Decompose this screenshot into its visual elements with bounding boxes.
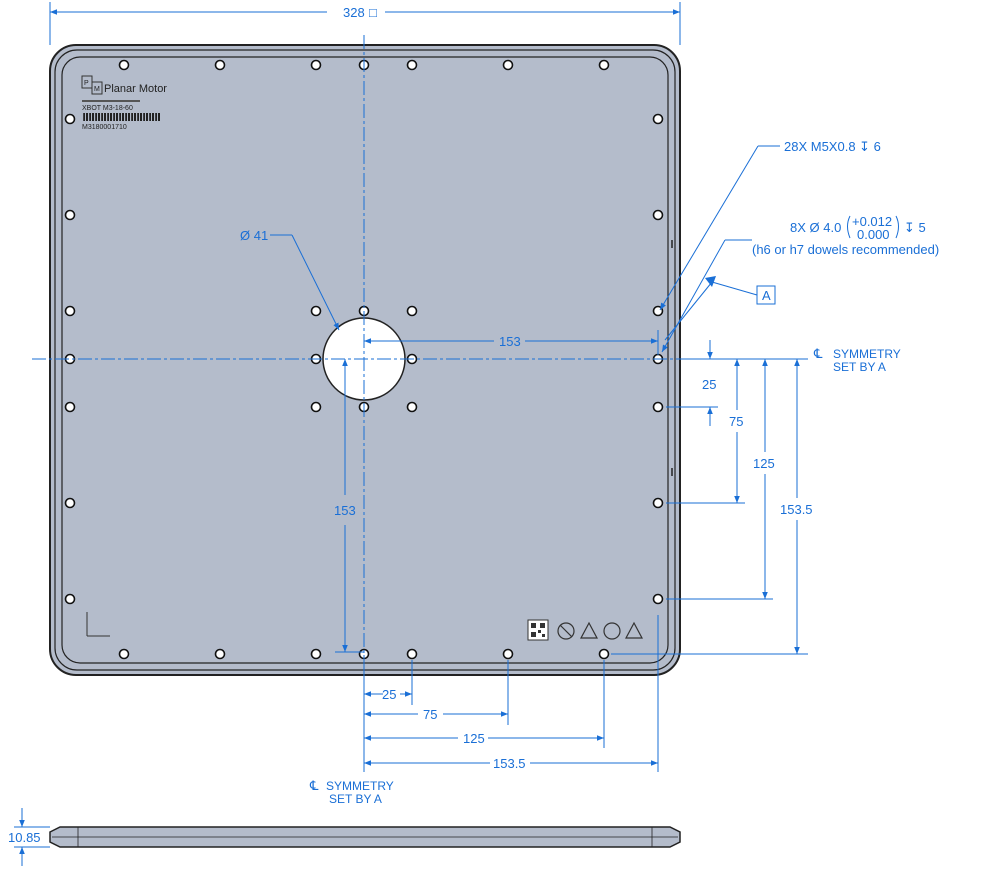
dim-25-h-value: 25: [382, 687, 396, 702]
pacemaker-warning-icon: [603, 622, 621, 640]
callout-dowel-prefix: 8X Ø 4.0: [790, 220, 841, 235]
dim-153-horizontal: [364, 330, 659, 355]
centerlines: [32, 35, 680, 690]
dim-125-h-value: 125: [463, 731, 485, 746]
mounting-hole: [64, 497, 76, 509]
dim-right-verticals: [611, 340, 808, 655]
dim-thickness: [14, 808, 50, 866]
mounting-hole: [310, 305, 322, 317]
mounting-hole: [598, 648, 610, 660]
dim-75-v-value: 75: [729, 414, 743, 429]
symmetry-bottom-line1: SYMMETRY: [326, 779, 394, 793]
center-diameter-value: Ø 41: [240, 228, 268, 243]
mounting-hole: [652, 209, 664, 221]
mounting-hole: [502, 648, 514, 660]
mounting-hole: [310, 401, 322, 413]
leader-dowel-holes: [661, 239, 752, 353]
dim-153-h-value: 153: [499, 334, 521, 349]
datum-triangle: [705, 276, 716, 287]
dowel-tolerance-upper: +0.012: [852, 214, 892, 229]
svg-text:M: M: [94, 86, 100, 93]
leader-m5-holes: [659, 145, 780, 311]
mounting-hole: [502, 59, 514, 71]
symmetry-icon-bottom: ℄: [309, 778, 319, 793]
dowel-depth: ↧ 5: [904, 220, 926, 235]
symmetry-bottom-line2: SET BY A: [329, 792, 382, 806]
mounting-hole: [118, 59, 130, 71]
mounting-hole: [118, 648, 130, 660]
dim-25-v-value: 25: [702, 377, 716, 392]
symmetry-icon-right: ℄: [813, 346, 823, 361]
mounting-hole: [310, 59, 322, 71]
mounting-hole: [406, 648, 418, 660]
dim-1535-v-value: 153.5: [780, 502, 813, 517]
mounting-hole: [214, 59, 226, 71]
serial-number: M3180001710: [82, 124, 127, 131]
overall-width-value: 328: [343, 5, 365, 20]
product-label: P M Planar Motor XBOT M3-18-60 M31800017…: [81, 75, 167, 131]
svg-text:P: P: [84, 80, 89, 87]
dim-bottom-horizontals: [363, 615, 659, 772]
dim-overall-width: [49, 2, 681, 45]
dim-153-vertical: [335, 359, 364, 653]
callout-m5-holes: 28X M5X0.8 ↧ 6: [784, 139, 881, 154]
qr-code: [527, 619, 549, 641]
mounting-hole: [64, 305, 76, 317]
magnet-warning-icon: [580, 621, 598, 639]
mounting-hole: [64, 209, 76, 221]
mounting-hole: [406, 305, 418, 317]
mounting-hole: [406, 59, 418, 71]
mounting-hole: [652, 113, 664, 125]
symmetry-right-line1: SYMMETRY: [833, 347, 901, 361]
mounting-hole: [598, 59, 610, 71]
symmetry-right-line2: SET BY A: [833, 360, 886, 374]
dowel-tolerance-lower: 0.000: [857, 227, 890, 242]
mounting-hole: [64, 593, 76, 605]
mounting-hole: [64, 113, 76, 125]
model-number: XBOT M3-18-60: [82, 105, 133, 112]
hot-surface-icon: [625, 621, 643, 639]
dim-center-diameter: [270, 234, 340, 331]
dim-75-h-value: 75: [423, 707, 437, 722]
mounting-hole: [64, 401, 76, 413]
thickness-value: 10.85: [8, 830, 41, 845]
plate-side-view: [49, 826, 681, 848]
dim-1535-h-value: 153.5: [493, 756, 526, 771]
square-symbol: □: [369, 5, 377, 20]
brand-name: Planar Motor: [104, 83, 167, 95]
dim-125-v-value: 125: [753, 456, 775, 471]
datum-a-leader: [664, 281, 776, 341]
axis-triad: [86, 612, 110, 637]
dim-153-v-value: 153: [334, 503, 356, 518]
mounting-hole: [652, 497, 664, 509]
mounting-hole: [652, 593, 664, 605]
mounting-hole: [652, 401, 664, 413]
datum-label: A: [762, 288, 771, 303]
dowel-note: (h6 or h7 dowels recommended): [752, 242, 939, 257]
barcode: [82, 113, 160, 121]
mounting-hole: [406, 401, 418, 413]
mounting-hole: [310, 648, 322, 660]
mounting-hole: [214, 648, 226, 660]
no-touch-icon: [557, 622, 575, 640]
warning-icons: [557, 621, 643, 640]
